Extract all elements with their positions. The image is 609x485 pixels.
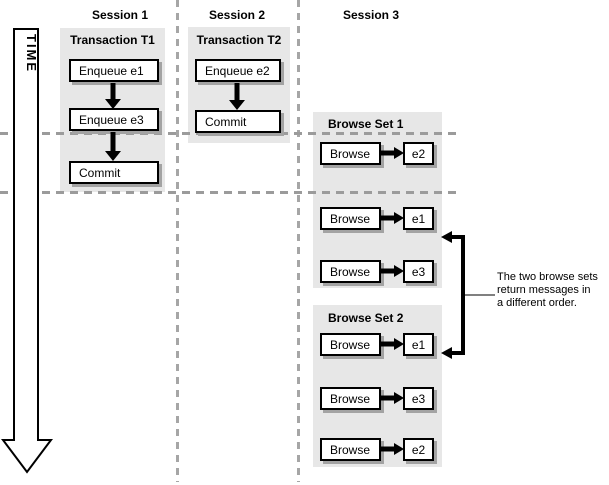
time-slice-line-2: [0, 191, 457, 194]
step-enqueue-e2: Enqueue e2: [195, 59, 281, 82]
browse-action: Browse: [320, 387, 381, 410]
session-2-header: Session 2: [208, 8, 266, 22]
session-3-header: Session 3: [342, 8, 400, 22]
annotation-line: The two browse sets: [497, 271, 598, 283]
message-box: e3: [403, 260, 434, 283]
browse-set-1-title: Browse Set 1: [328, 117, 404, 131]
transaction-t1-title: Transaction T1: [70, 33, 155, 47]
message-box: e2: [403, 142, 434, 165]
flow-arrow-down-icon: [229, 83, 245, 110]
flow-arrow-right-icon: [381, 147, 404, 159]
step-commit-t2: Commit: [195, 110, 281, 133]
annotation-line: return messages in: [497, 284, 591, 296]
browse-set-1-panel: [313, 112, 442, 288]
browse-action: Browse: [320, 207, 381, 230]
time-arrow: [1, 28, 53, 474]
flow-arrow-right-icon: [381, 265, 404, 277]
annotation-text: The two browse sets return messages in a…: [497, 271, 598, 310]
message-box: e1: [403, 207, 434, 230]
browse-set-2-title: Browse Set 2: [328, 311, 404, 325]
step-enqueue-e1: Enqueue e1: [69, 59, 159, 82]
time-axis-label: TIME: [24, 34, 39, 74]
browse-action: Browse: [320, 333, 381, 356]
browse-action: Browse: [320, 438, 381, 461]
step-commit-t1: Commit: [69, 161, 159, 184]
flow-arrow-right-icon: [381, 338, 404, 350]
session-divider-1: [176, 0, 179, 482]
transaction-t2-title: Transaction T2: [196, 33, 282, 47]
message-box: e3: [403, 387, 434, 410]
step-enqueue-e3: Enqueue e3: [69, 108, 159, 131]
flow-arrow-right-icon: [381, 392, 404, 404]
flow-arrow-right-icon: [381, 443, 404, 455]
browse-action: Browse: [320, 142, 381, 165]
message-box: e1: [403, 333, 434, 356]
browse-action: Browse: [320, 260, 381, 283]
flow-arrow-down-icon: [105, 132, 121, 161]
session-divider-2: [297, 0, 300, 482]
session-1-header: Session 1: [91, 8, 149, 22]
message-box: e2: [403, 438, 434, 461]
time-slice-line-1: [0, 132, 457, 135]
annotation-line: a different order.: [497, 297, 577, 309]
swap-comparison-arrow-icon: [441, 231, 495, 359]
flow-arrow-down-icon: [105, 83, 121, 109]
flow-arrow-right-icon: [381, 212, 404, 224]
